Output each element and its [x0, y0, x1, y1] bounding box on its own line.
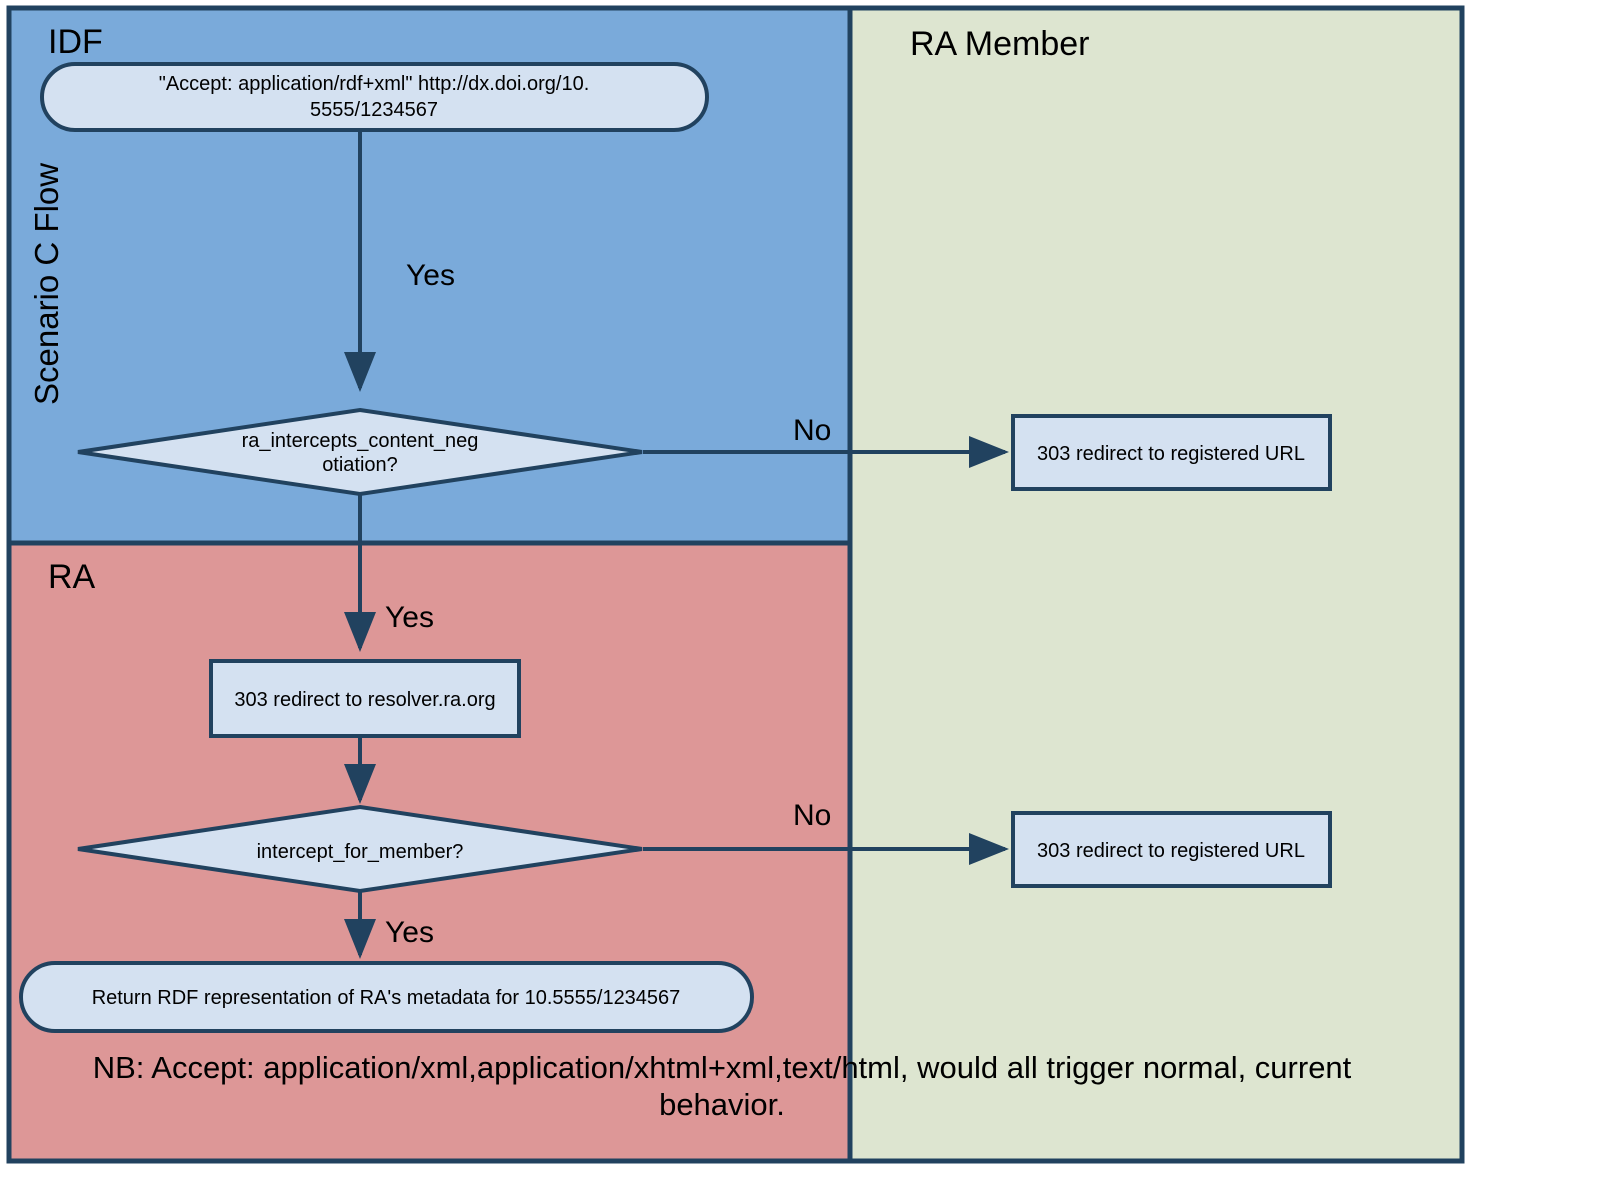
- edge-label-no-decision-registered-top: No: [793, 414, 831, 447]
- node-decision-content-negotiation-shape: [77, 407, 643, 497]
- node-redirect-resolver[interactable]: 303 redirect to resolver.ra.org: [209, 659, 521, 738]
- note-line1: NB: Accept: application/xml,application/…: [93, 1050, 1352, 1085]
- node-redirect-resolver-shape: [209, 659, 521, 738]
- node-decision-intercept-member-label: intercept_for_member?: [257, 841, 464, 863]
- edge-label-no-intercept-registered-bottom: No: [793, 799, 831, 832]
- lane-label-ra: RA: [48, 558, 96, 596]
- node-decision-intercept-member-shape: [77, 804, 643, 894]
- node-start-request-shape: [40, 62, 709, 132]
- node-decision-intercept-member[interactable]: intercept_for_member?: [77, 804, 643, 894]
- node-return-rdf[interactable]: Return RDF representation of RA's metada…: [19, 961, 754, 1033]
- pool-title-scenario-c-flow: Scenario C Flow: [28, 163, 65, 405]
- node-start-request[interactable]: "Accept: application/rdf+xml" http://dx.…: [40, 62, 709, 132]
- node-start-request-line2: 5555/1234567: [310, 99, 438, 121]
- note-accept-headers: NB: Accept: application/xml,application/…: [93, 1050, 1352, 1122]
- node-start-request-line1: "Accept: application/rdf+xml" http://dx.…: [159, 73, 590, 95]
- lane-label-idf: IDF: [48, 23, 103, 61]
- node-redirect-registered-url-bottom-label: 303 redirect to registered URL: [1037, 840, 1305, 862]
- node-redirect-resolver-label: 303 redirect to resolver.ra.org: [234, 689, 495, 711]
- node-decision-content-negotiation-line1: ra_intercepts_content_neg: [242, 430, 479, 452]
- node-return-rdf-label: Return RDF representation of RA's metada…: [92, 987, 681, 1009]
- lane-label-ra-member: RA Member: [910, 25, 1090, 63]
- node-decision-content-negotiation[interactable]: ra_intercepts_content_neg otiation?: [77, 407, 643, 497]
- node-redirect-registered-url-bottom[interactable]: 303 redirect to registered URL: [1011, 811, 1332, 888]
- lane-ra-member-border: [847, 5, 1465, 1164]
- lane-ra-member-background: [850, 8, 1462, 1161]
- note-line2: behavior.: [659, 1087, 785, 1122]
- edge-label-yes-decision-resolver: Yes: [385, 601, 434, 634]
- node-redirect-registered-url-bottom-shape: [1011, 811, 1332, 888]
- node-redirect-registered-url-top-shape: [1011, 414, 1332, 491]
- node-return-rdf-shape: [19, 961, 754, 1033]
- edge-label-yes-intercept-return-rdf: Yes: [385, 916, 434, 949]
- node-redirect-registered-url-top-label: 303 redirect to registered URL: [1037, 443, 1305, 465]
- node-decision-content-negotiation-line2: otiation?: [322, 454, 398, 476]
- edge-label-yes-start-decision: Yes: [406, 259, 455, 292]
- node-redirect-registered-url-top[interactable]: 303 redirect to registered URL: [1011, 414, 1332, 491]
- flow-edges: [344, 131, 1009, 959]
- swimlane-borders: [6, 5, 1465, 1164]
